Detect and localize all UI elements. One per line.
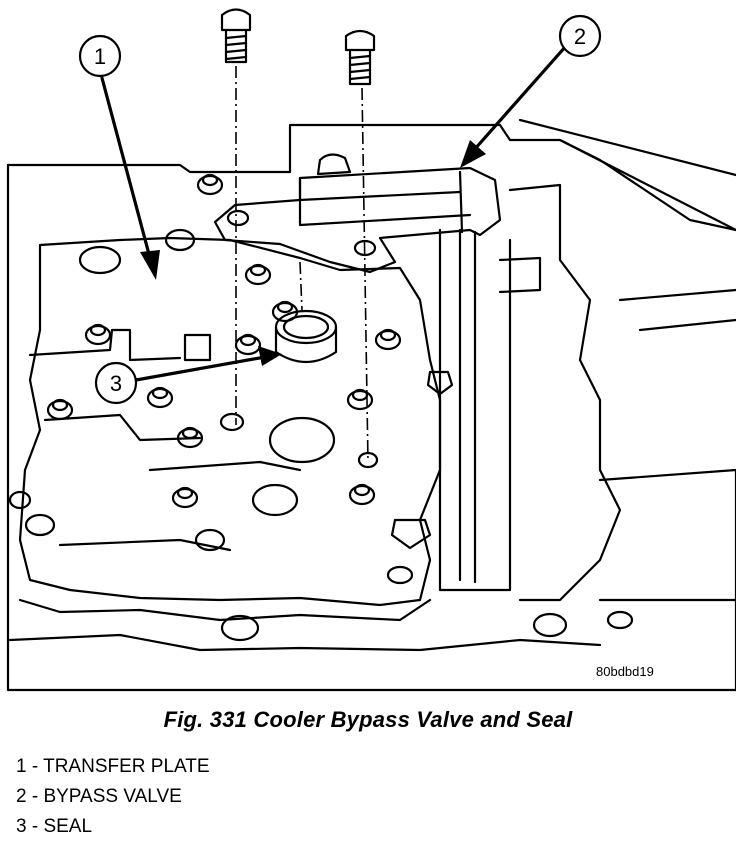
callout-1-number: 1 bbox=[94, 44, 106, 69]
callout-2-number: 2 bbox=[574, 24, 586, 49]
callout-3: 3 bbox=[94, 361, 138, 405]
legend-item-seal: 3 - SEAL bbox=[16, 816, 93, 837]
callout-3-leader bbox=[134, 355, 267, 382]
alignment-line-seal bbox=[299, 261, 303, 311]
bypass-valve bbox=[213, 153, 502, 274]
seal bbox=[274, 309, 338, 363]
valve-body-illustration: 1 2 3 bbox=[6, 8, 736, 692]
callout-2-arrowhead bbox=[460, 140, 486, 168]
callout-1-leader bbox=[100, 76, 152, 260]
callout-3-arrowhead bbox=[258, 346, 282, 366]
legend-item-transfer-plate: 1 - TRANSFER PLATE bbox=[16, 756, 210, 777]
upper-screw-left bbox=[220, 8, 252, 64]
figure-reference: 80bdbd19 bbox=[596, 664, 654, 679]
plate-bolts bbox=[8, 173, 454, 550]
plate-holes bbox=[24, 228, 634, 642]
transfer-plate bbox=[18, 236, 442, 607]
callout-2: 2 bbox=[558, 14, 602, 58]
callout-2-leader bbox=[472, 44, 568, 152]
cooler-tube-channel bbox=[438, 183, 622, 602]
legend: 1 - TRANSFER PLATE 2 - BYPASS VALVE 3 - … bbox=[16, 752, 210, 842]
alignment-line-right bbox=[361, 87, 369, 463]
upper-screw-right bbox=[344, 29, 376, 86]
callout-1-arrowhead bbox=[140, 250, 160, 280]
transmission-case bbox=[6, 118, 736, 692]
callout-1: 1 bbox=[78, 34, 122, 78]
callout-3-number: 3 bbox=[110, 371, 122, 396]
legend-item-bypass-valve: 2 - BYPASS VALVE bbox=[16, 786, 182, 807]
separator-plate bbox=[8, 598, 602, 652]
figure-caption: Fig. 331 Cooler Bypass Valve and Seal bbox=[163, 707, 573, 732]
